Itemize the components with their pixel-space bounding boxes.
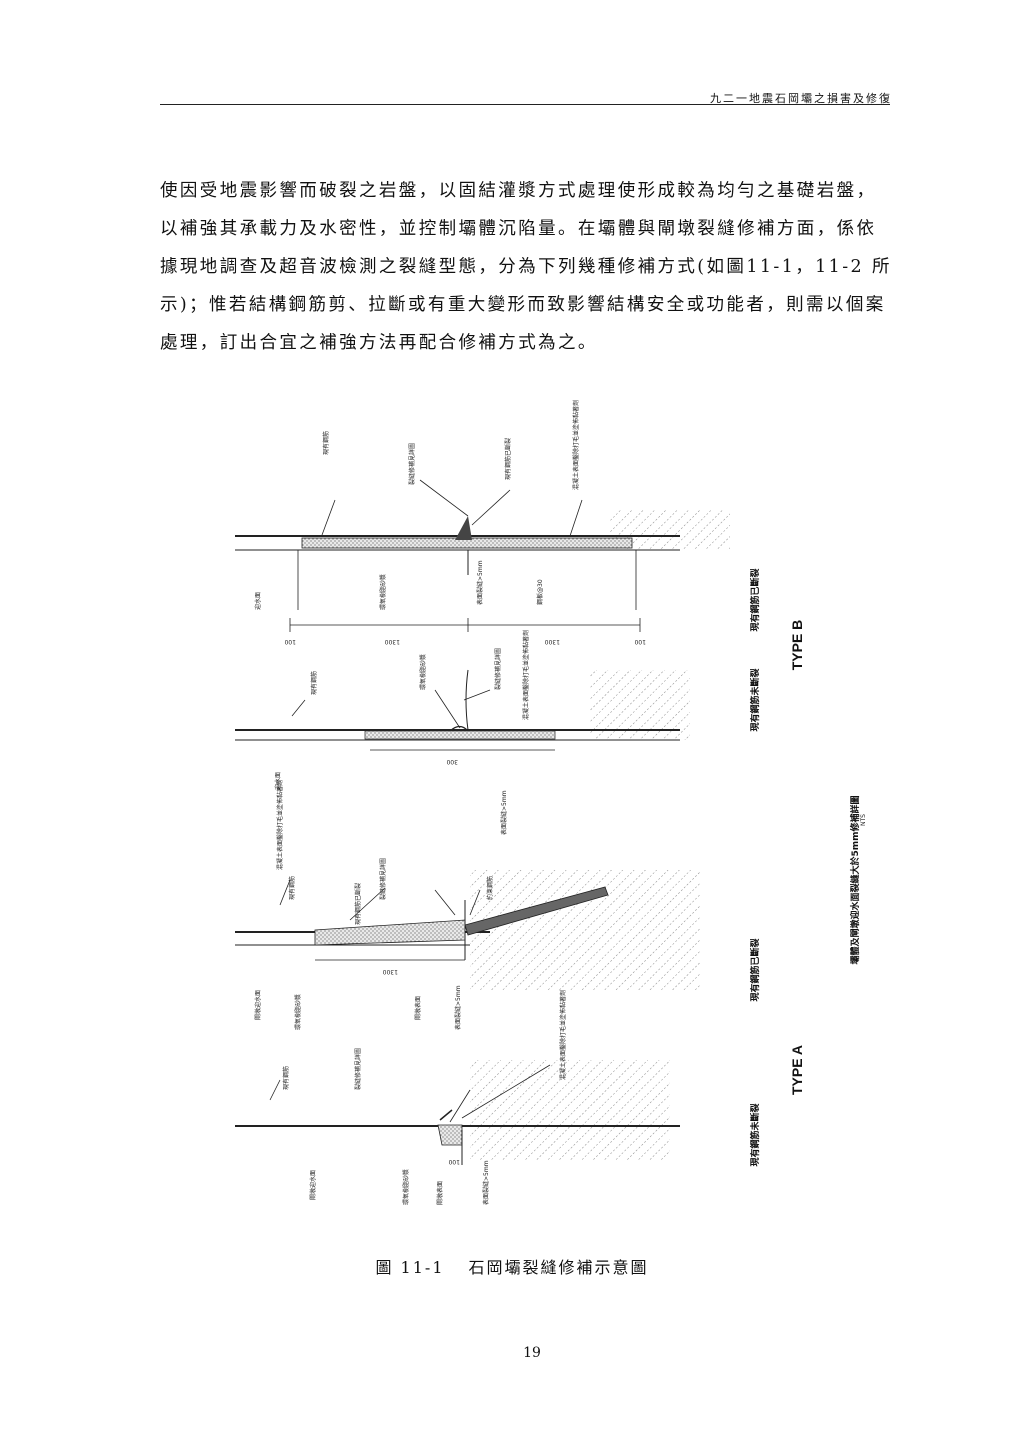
label: 混凝土表面鑿除打毛並塗佈黏著劑	[559, 990, 567, 1080]
caption-number: 圖 11-1	[375, 1258, 445, 1277]
label: 鋼板@30	[536, 579, 544, 605]
concrete-hatch	[590, 670, 690, 740]
label: 裂縫修補見詳圖	[494, 648, 502, 690]
figure-drawing: 壩體及閘墩迎水面裂縫大於5mm修補詳圖 NTS TYPE B TYPE A	[235, 400, 867, 1205]
label: 環氧樹脂砂漿	[379, 574, 387, 610]
panel-title: 現有鋼筋未斷裂	[749, 1103, 761, 1166]
label: 混凝土表面鑿除打毛並塗佈黏著劑	[522, 630, 530, 720]
panel-type-a-broken: 混凝土表面鑿除打毛並塗佈黏著劑 現有鋼筋 裂縫修補見詳圖 現有鋼筋已斷裂 約束鋼…	[235, 780, 761, 1030]
panel-type-b-intact: 現有鋼筋 環氧樹脂砂漿 裂縫修補見詳圖 混凝土表面鑿除打毛並塗佈黏著劑 迎水面 …	[235, 630, 761, 835]
crack-wedge	[455, 516, 472, 540]
label: 環氧樹脂砂漿	[294, 994, 302, 1030]
dimension: 300	[446, 758, 458, 765]
panel-type-a-intact: 現有鋼筋 裂縫修補見詳圖 混凝土表面鑿除打毛並塗佈黏著劑 閘墩迎水面 環氧樹脂砂…	[235, 990, 761, 1205]
dimension: 1300	[385, 638, 400, 645]
label: 迎水面	[274, 772, 282, 790]
dimension: 1300	[383, 968, 398, 975]
label: 現有鋼筋已斷裂	[504, 438, 512, 480]
leader	[269, 1079, 281, 1101]
panel-title: 現有鋼筋未斷裂	[749, 668, 761, 731]
label: 表面裂縫>5mm	[476, 560, 484, 605]
paragraph-text: 使因受地震影響而破裂之岩盤，以固結灌漿方式處理使形成較為均勻之基礎岩盤，以補強其…	[160, 181, 892, 353]
caption-text: 石岡壩裂縫修補示意圖	[468, 1258, 649, 1277]
label: 現有鋼筋	[310, 671, 318, 695]
label: 現有鋼筋	[288, 876, 296, 900]
panel-title: 現有鋼筋已斷裂	[749, 938, 761, 1001]
label: 混凝土表面鑿除打毛並塗佈黏著劑	[276, 780, 284, 870]
leader	[461, 1064, 551, 1119]
label: 表面裂縫>5mm	[500, 790, 508, 835]
leader	[434, 889, 456, 916]
leader	[279, 879, 291, 906]
leader	[449, 1089, 471, 1123]
type-a-label: TYPE A	[789, 1045, 805, 1095]
leader	[419, 479, 469, 517]
panel-type-b-broken: 現有鋼筋 裂縫修補見詳圖 現有鋼筋已斷裂 混凝土表面鑿除打毛並塗佈黏著劑 迎水面…	[235, 400, 761, 645]
concrete-hatch	[470, 870, 700, 990]
label: 環氧樹脂砂漿	[402, 1169, 410, 1205]
page-number: 19	[523, 1345, 541, 1361]
epoxy-mortar	[314, 919, 466, 946]
crack-wedge	[439, 1109, 453, 1121]
label: 現有鋼筋	[282, 1066, 290, 1090]
figure-caption: 圖 11-1 石岡壩裂縫修補示意圖	[0, 1254, 1024, 1278]
body-paragraph: 使因受地震影響而破裂之岩盤，以固結灌漿方式處理使形成較為均勻之基礎岩盤，以補強其…	[160, 172, 892, 362]
figure-crack-repair: 壩體及閘墩迎水面裂縫大於5mm修補詳圖 NTS TYPE B TYPE A	[210, 400, 870, 1240]
panel-title: 現有鋼筋已斷裂	[749, 568, 761, 631]
label: 表面裂縫>5mm	[454, 985, 462, 1030]
dimension: 100	[448, 1158, 460, 1165]
leader	[349, 887, 386, 921]
crack-wedge	[449, 725, 469, 732]
label: 現有鋼筋已斷裂	[354, 883, 362, 925]
concrete-hatch	[470, 1060, 670, 1160]
label: 裂縫修補見詳圖	[408, 443, 416, 485]
leader	[469, 889, 481, 916]
label: 混凝土表面鑿除打毛並塗佈黏著劑	[572, 400, 580, 490]
leader	[321, 499, 336, 536]
label: 閘墩迎水面	[309, 1170, 317, 1200]
label: 表面裂縫>5mm	[482, 1160, 490, 1205]
label: 閘墩迎水面	[254, 990, 262, 1020]
figure-main-title: 壩體及閘墩迎水面裂縫大於5mm修補詳圖	[849, 795, 861, 964]
header-rule	[160, 104, 890, 105]
label: 閘墩表面	[436, 1181, 444, 1205]
scale-note: NTS	[860, 814, 867, 826]
label: 閘墩表面	[414, 996, 422, 1020]
type-b-label: TYPE B	[789, 620, 805, 671]
epoxy-mortar	[437, 1124, 463, 1146]
label: 裂縫修補見詳圖	[354, 1048, 362, 1090]
dimension: 100	[634, 638, 646, 645]
label: 環氧樹脂砂漿	[419, 654, 427, 690]
epoxy-mortar	[364, 730, 556, 740]
dimension: 1300	[545, 638, 560, 645]
leader	[569, 499, 583, 537]
leader	[291, 699, 306, 717]
running-title: 九二一地震石岡壩之損害及修復	[710, 92, 892, 105]
label: 現有鋼筋	[322, 431, 330, 455]
crack-line	[465, 669, 469, 731]
leader	[434, 689, 461, 729]
label: 約束鋼筋	[486, 876, 494, 900]
broken-rebar-bend	[464, 886, 609, 936]
dimension: 100	[284, 638, 296, 645]
leader	[471, 489, 511, 526]
label: 迎水面	[254, 592, 262, 610]
leader	[463, 689, 491, 701]
label: 裂縫修補見詳圖	[379, 858, 387, 900]
